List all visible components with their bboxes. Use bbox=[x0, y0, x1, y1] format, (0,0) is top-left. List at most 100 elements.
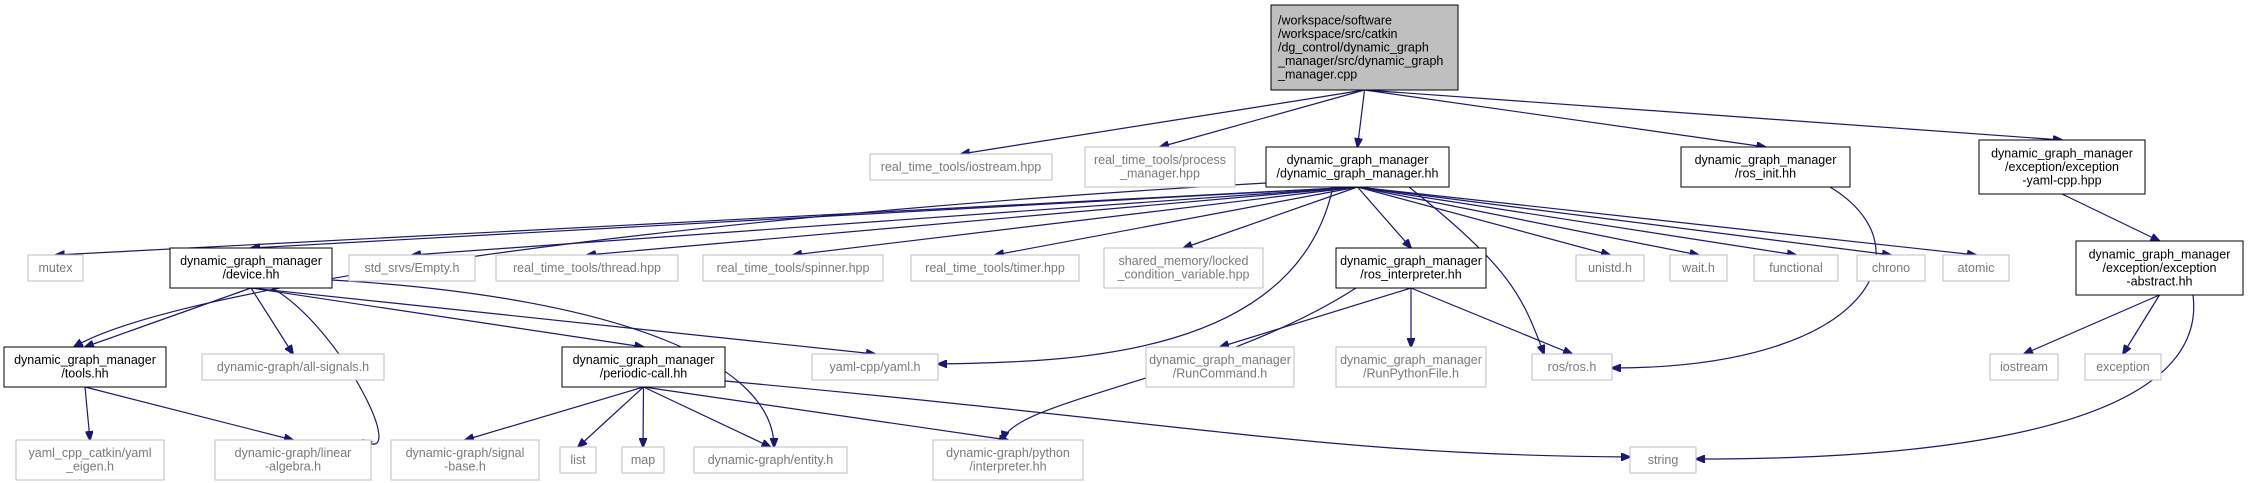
node-label-line: /exception/exception bbox=[2005, 160, 2119, 174]
node-label-line: dynamic_graph_manager bbox=[1695, 153, 1837, 167]
edge-dgm-hh-to-shm bbox=[1184, 186, 1358, 248]
node-label-line: real_time_tools/spinner.hpp bbox=[717, 261, 870, 275]
node-box bbox=[1680, 146, 1851, 188]
node-label-line: ros/ros.h bbox=[1548, 360, 1597, 374]
node-label-line: dynamic-graph/linear bbox=[235, 446, 352, 460]
edge-device-to-periodic bbox=[250, 287, 644, 347]
node-box bbox=[1335, 346, 1487, 388]
node-periodic[interactable]: dynamic_graph_manager/periodic-call.hh bbox=[561, 346, 726, 388]
node-label-line: dynamic_graph_manager bbox=[1287, 153, 1429, 167]
node-mutex: mutex bbox=[27, 254, 84, 282]
node-iostream: iostream bbox=[1989, 353, 2059, 381]
node-dgm-hh[interactable]: dynamic_graph_manager/dynamic_graph_mana… bbox=[1265, 146, 1450, 188]
edge-dgm-hh-to-functional bbox=[1357, 186, 1797, 255]
node-label-line: /dynamic_graph_manager.hh bbox=[1277, 167, 1439, 181]
node-box bbox=[201, 353, 385, 381]
node-runpy: dynamic_graph_manager/RunPythonFile.h bbox=[1335, 346, 1487, 388]
node-box bbox=[932, 439, 1084, 481]
node-ros-interp[interactable]: dynamic_graph_manager/ros_interpreter.hh bbox=[1335, 247, 1487, 289]
node-label-line: string bbox=[1648, 453, 1679, 467]
node-label-line: std_srvs/Empty.h bbox=[365, 261, 460, 275]
node-label-line: dynamic-graph/all-signals.h bbox=[217, 360, 369, 374]
node-box bbox=[621, 446, 665, 474]
edge-ros-interp-to-runcmd bbox=[1220, 287, 1412, 347]
node-box bbox=[27, 254, 84, 282]
node-yaml-eigen: yaml_cpp_catkin/yaml_eigen.h bbox=[15, 439, 165, 481]
node-box bbox=[869, 153, 1053, 181]
node-label-line: real_time_tools/process bbox=[1094, 153, 1226, 167]
node-exc-abs[interactable]: dynamic_graph_manager/exception/exceptio… bbox=[2075, 240, 2244, 296]
node-label-line: chrono bbox=[1872, 261, 1910, 275]
edge-dgm-hh-to-yaml bbox=[938, 186, 1334, 364]
edge-dgm-hh-to-empty bbox=[412, 186, 1358, 255]
node-box bbox=[15, 439, 165, 481]
node-box bbox=[2075, 240, 2244, 296]
node-label-line: /workspace/software bbox=[1278, 13, 1392, 27]
node-box bbox=[2084, 353, 2162, 381]
node-tools[interactable]: dynamic_graph_manager/tools.hh bbox=[3, 346, 167, 388]
node-box bbox=[1335, 247, 1487, 289]
node-sigbase: dynamic-graph/signal-base.h bbox=[390, 439, 540, 481]
node-box bbox=[693, 446, 848, 474]
node-label-line: dynamic-graph/entity.h bbox=[708, 453, 834, 467]
node-label-line: dynamic-graph/signal bbox=[406, 446, 525, 460]
edge-root-to-ros-init bbox=[1364, 89, 1766, 147]
node-functional: functional bbox=[1753, 254, 1839, 282]
edge-tools-to-linalg bbox=[84, 386, 293, 440]
node-box bbox=[1531, 353, 1613, 381]
node-box bbox=[1629, 446, 1697, 474]
node-label-line: dynamic_graph_manager bbox=[1340, 353, 1482, 367]
edge-periodic-to-pyinterp bbox=[643, 386, 1009, 440]
node-label-line: -yaml-cpp.hpp bbox=[2022, 173, 2101, 187]
node-label-line: _manager.hpp bbox=[1119, 167, 1200, 181]
edge-dgm-hh-to-mutex bbox=[56, 186, 1358, 255]
edge-device-to-tools bbox=[85, 287, 252, 347]
node-process-manager: real_time_tools/process_manager.hpp bbox=[1084, 146, 1236, 188]
node-box bbox=[169, 247, 333, 289]
node-label-line: -algebra.h bbox=[265, 460, 321, 474]
node-box bbox=[1575, 254, 1645, 282]
node-exc-yaml[interactable]: dynamic_graph_manager/exception/exceptio… bbox=[1978, 139, 2146, 195]
node-timer: real_time_tools/timer.hpp bbox=[910, 254, 1080, 282]
node-label-line: dynamic_graph_manager bbox=[573, 353, 715, 367]
node-label-line: functional bbox=[1769, 261, 1823, 275]
node-root[interactable]: /workspace/software/workspace/src/catkin… bbox=[1270, 4, 1459, 91]
edge-dgm-hh-to-wait bbox=[1357, 186, 1699, 255]
node-label-line: -base.h bbox=[444, 460, 486, 474]
node-label-line: real_time_tools/iostream.hpp bbox=[881, 160, 1042, 174]
node-box bbox=[559, 446, 597, 474]
node-label-line: wait.h bbox=[1681, 261, 1715, 275]
node-string: string bbox=[1629, 446, 1697, 474]
node-label-line: dynamic_graph_manager bbox=[2089, 247, 2231, 261]
node-empty: std_srvs/Empty.h bbox=[348, 254, 476, 282]
node-label-line: /interpreter.hh bbox=[969, 460, 1046, 474]
node-box bbox=[811, 353, 939, 381]
node-box bbox=[910, 254, 1080, 282]
node-label-line: /dg_control/dynamic_graph bbox=[1278, 40, 1429, 54]
node-box bbox=[1270, 4, 1459, 91]
edge-tools-to-yaml-eigen bbox=[84, 386, 90, 440]
node-label-line: /periodic-call.hh bbox=[600, 367, 688, 381]
node-label-line: /device.hh bbox=[223, 268, 280, 282]
node-runcmd: dynamic_graph_manager/RunCommand.h bbox=[1145, 346, 1295, 388]
edge-dgm-hh-to-ros-h bbox=[1408, 186, 1544, 354]
node-yaml: yaml-cpp/yaml.h bbox=[811, 353, 939, 381]
nodes-layer: /workspace/software/workspace/src/catkin… bbox=[3, 4, 2244, 481]
node-label-line: dynamic_graph_manager bbox=[1340, 254, 1482, 268]
edge-ros-interp-to-ros-h bbox=[1410, 287, 1572, 354]
node-box bbox=[1942, 254, 2010, 282]
node-label-line: -abstract.hh bbox=[2126, 274, 2192, 288]
node-device[interactable]: dynamic_graph_manager/device.hh bbox=[169, 247, 333, 289]
node-iostream-hpp: real_time_tools/iostream.hpp bbox=[869, 153, 1053, 181]
node-label-line: yaml_cpp_catkin/yaml bbox=[29, 446, 152, 460]
node-ros-init[interactable]: dynamic_graph_manager/ros_init.hh bbox=[1680, 146, 1851, 188]
edge-dgm-hh-to-timer bbox=[995, 186, 1358, 255]
node-label-line: dynamic_graph_manager bbox=[1991, 146, 2133, 160]
node-box bbox=[348, 254, 476, 282]
node-box bbox=[3, 346, 167, 388]
edge-dgm-hh-to-thread bbox=[587, 186, 1358, 255]
edge-periodic-to-list bbox=[578, 386, 644, 447]
node-shm: shared_memory/locked_condition_variable.… bbox=[1103, 247, 1264, 289]
node-label-line: _condition_variable.hpp bbox=[1116, 268, 1249, 282]
